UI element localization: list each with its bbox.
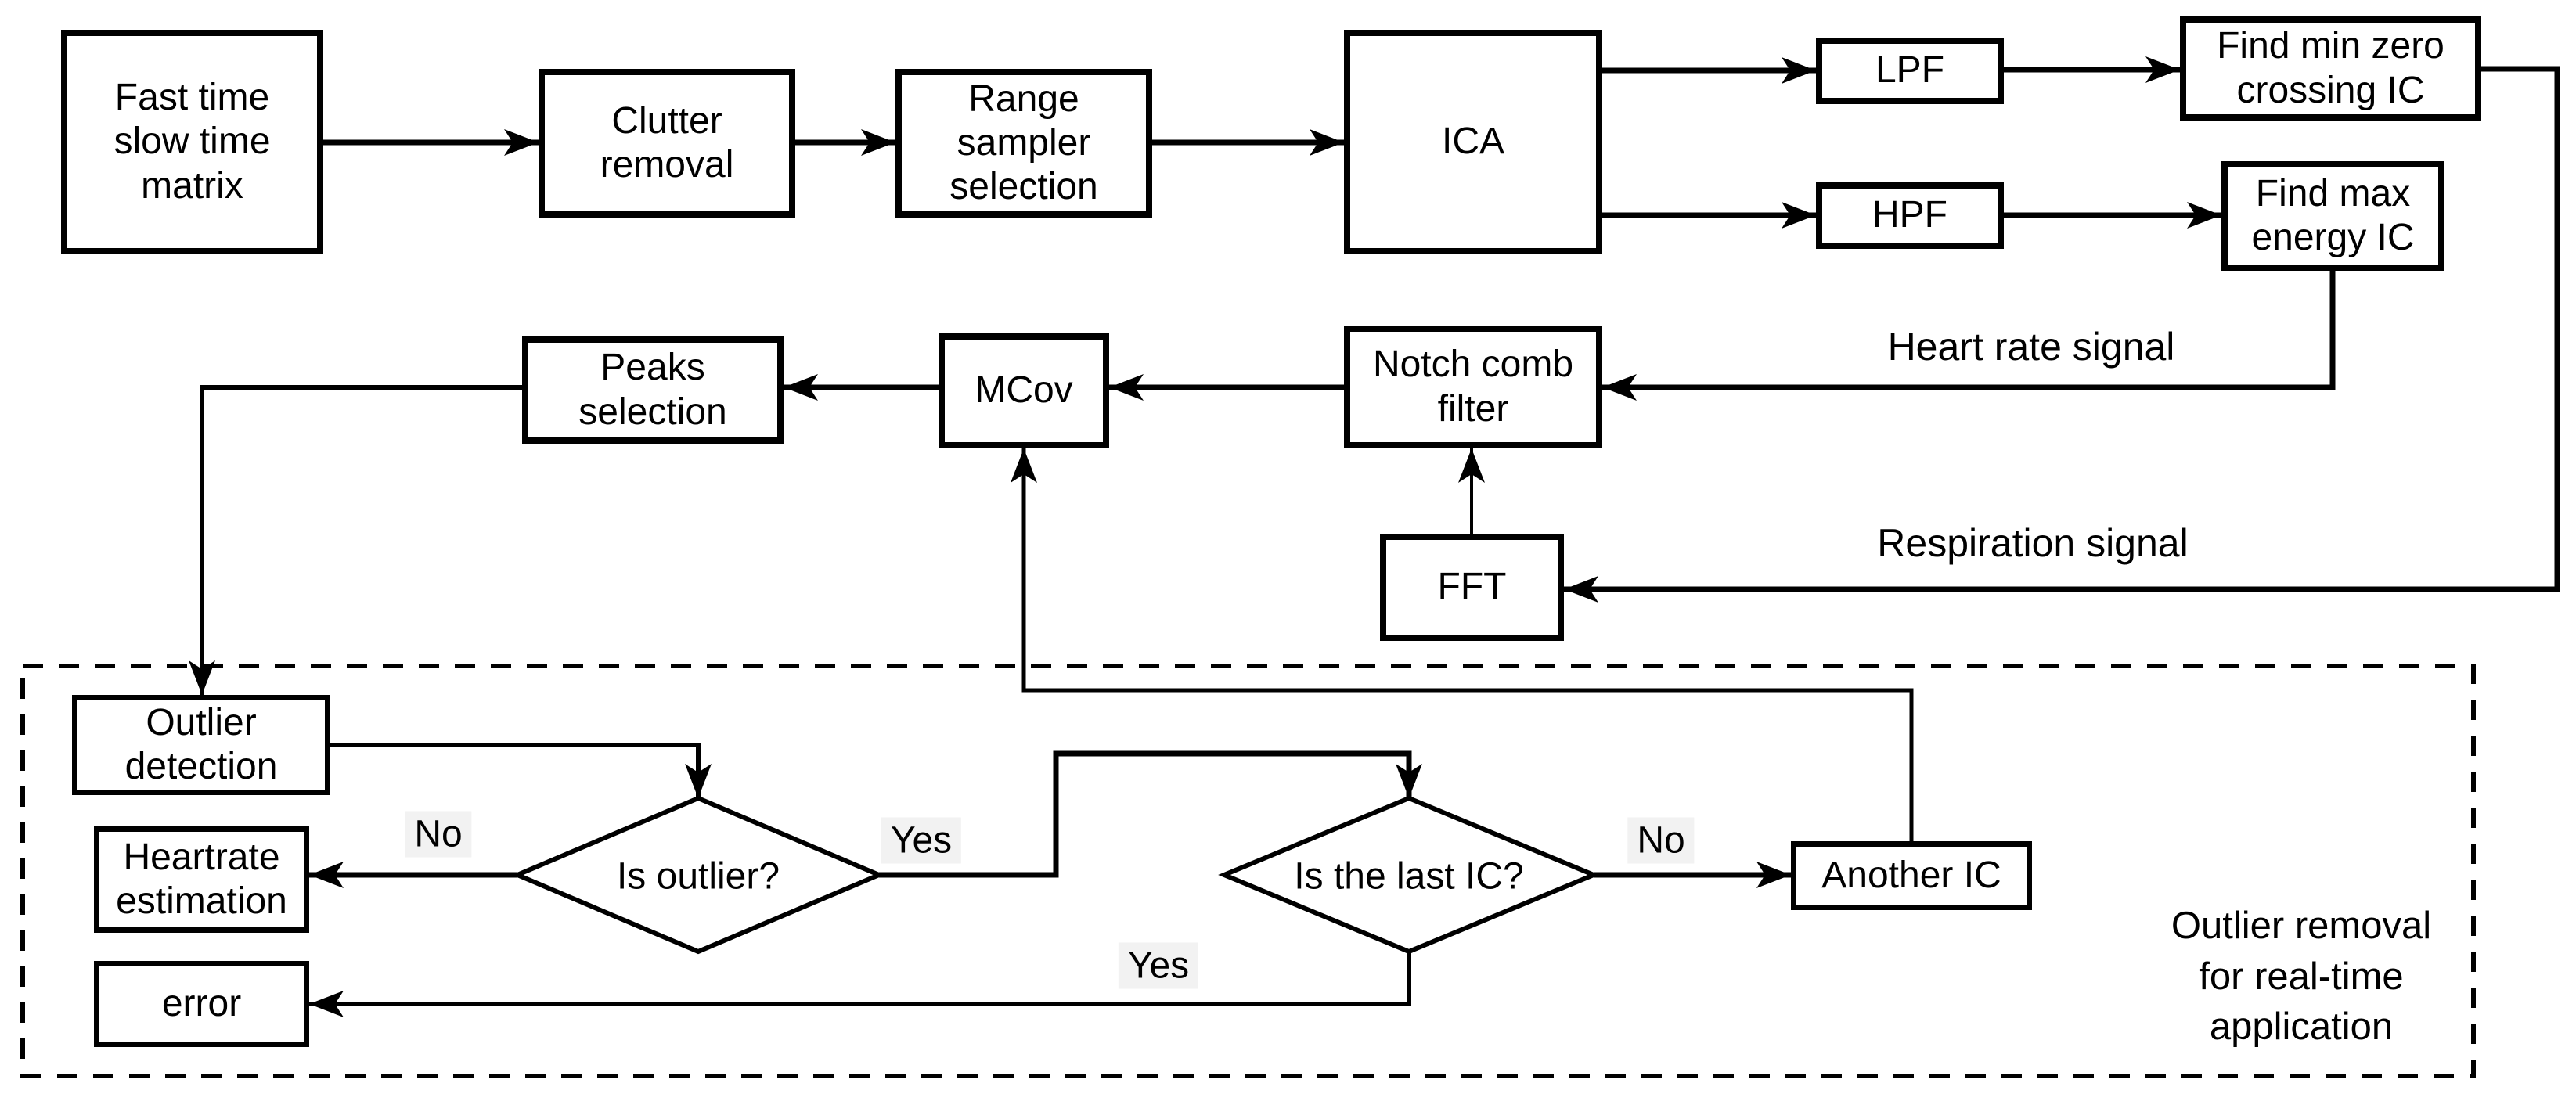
node-notch-comb-filter: Notch comb filter bbox=[1344, 326, 1602, 448]
node-ica: ICA bbox=[1344, 30, 1602, 254]
edge-peaks-to-outlier-detection bbox=[189, 385, 522, 695]
edge-label-no-is-outlier: No bbox=[405, 811, 472, 858]
node-lpf: LPF bbox=[1816, 38, 2004, 104]
node-find-max-energy-ic: Find max energy IC bbox=[2221, 161, 2444, 271]
edge-label-yes-is-outlier: Yes bbox=[881, 817, 962, 864]
label-heart-rate-signal: Heart rate signal bbox=[1887, 325, 2175, 369]
node-fast-time-slow-time-matrix: Fast time slow time matrix bbox=[61, 30, 323, 254]
node-error: error bbox=[94, 961, 309, 1047]
label-respiration-signal: Respiration signal bbox=[1877, 521, 2189, 565]
decision-is-last-ic-label: Is the last IC? bbox=[1294, 855, 1524, 898]
decision-is-outlier-shape bbox=[511, 795, 885, 955]
edge-outlier-to-is-outlier bbox=[330, 743, 712, 798]
edge-label-no-is-last-ic: No bbox=[1627, 817, 1695, 864]
node-mcov: MCov bbox=[939, 333, 1109, 448]
edge-findmax-to-notch-heart-rate bbox=[1602, 271, 2336, 401]
edge-findmin-to-fft-respiration bbox=[1564, 66, 2560, 603]
node-heartrate-estimation: Heartrate estimation bbox=[94, 826, 309, 933]
node-fft: FFT bbox=[1380, 534, 1564, 641]
edge-another-ic-to-mcov bbox=[1011, 448, 1914, 841]
node-clutter-removal: Clutter removal bbox=[539, 69, 795, 218]
node-hpf: HPF bbox=[1816, 182, 2004, 249]
edge-is-last-ic-yes-to-error bbox=[309, 952, 1411, 1017]
caption-outlier-removal-region: Outlier removal for real-time applicatio… bbox=[2171, 904, 2432, 1049]
node-range-sampler-selection: Range sampler selection bbox=[895, 69, 1152, 218]
edge-label-yes-is-last-ic: Yes bbox=[1118, 942, 1199, 989]
node-another-ic: Another IC bbox=[1791, 841, 2032, 910]
node-find-min-zero-crossing-ic: Find min zero crossing IC bbox=[2180, 16, 2481, 121]
edge-is-outlier-yes-to-is-last-ic bbox=[879, 750, 1422, 878]
node-peaks-selection: Peaks selection bbox=[522, 336, 784, 444]
node-outlier-detection: Outlier detection bbox=[72, 695, 330, 795]
outlier-removal-dashed-region bbox=[20, 664, 2476, 1078]
decision-is-outlier-label: Is outlier? bbox=[616, 855, 780, 898]
